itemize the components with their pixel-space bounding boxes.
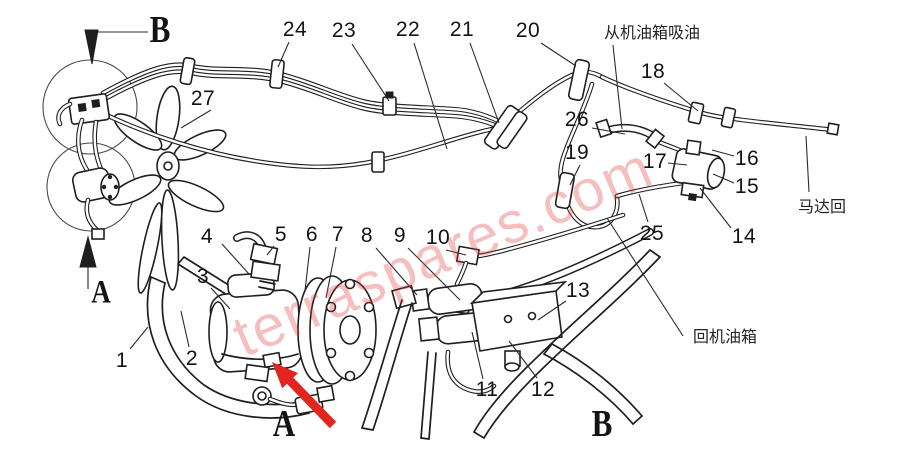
part-label-22: 22 xyxy=(395,18,421,41)
part-label-24: 24 xyxy=(282,18,308,41)
junction-block xyxy=(56,93,111,177)
caption-detail-a: A xyxy=(272,403,296,445)
part-label-16: 16 xyxy=(734,147,760,170)
annotation-motor-return: 马达回 xyxy=(797,199,847,216)
part-label-19: 19 xyxy=(564,141,590,164)
part-label-7: 7 xyxy=(331,223,345,246)
suction-hose xyxy=(595,118,690,157)
part-label-4: 4 xyxy=(200,225,214,248)
part-label-17: 17 xyxy=(642,150,668,173)
caption-detail-b: B xyxy=(591,403,613,445)
red-arrow xyxy=(272,362,337,429)
part-label-27: 27 xyxy=(190,87,216,110)
fan-blades xyxy=(108,85,227,294)
view-letter-a-left: A xyxy=(91,274,111,311)
leader-lines xyxy=(129,41,810,380)
view-letter-b-top: B xyxy=(149,9,171,51)
part-label-8: 8 xyxy=(360,224,374,247)
annotation-return-to-tank: 回机油箱 xyxy=(692,329,758,346)
part-label-15: 15 xyxy=(734,175,760,198)
part-label-25: 25 xyxy=(639,222,665,245)
part-label-11: 11 xyxy=(475,378,499,401)
pump-small xyxy=(71,167,120,240)
part-label-26: 26 xyxy=(564,108,590,131)
part-label-6: 6 xyxy=(305,223,319,246)
part-label-13: 13 xyxy=(565,279,591,302)
part-label-2: 2 xyxy=(185,347,199,370)
part-label-21: 21 xyxy=(449,18,475,41)
annotation-suction-from-tank: 从机油箱吸油 xyxy=(603,25,701,42)
part-label-20: 20 xyxy=(515,19,541,42)
part-label-14: 14 xyxy=(731,225,757,248)
part-label-1: 1 xyxy=(115,349,129,372)
part-label-3: 3 xyxy=(196,265,210,288)
part-label-18: 18 xyxy=(640,60,666,83)
oil-filter xyxy=(671,139,726,202)
pump-assembly-detail-a xyxy=(146,231,377,419)
part-label-5: 5 xyxy=(274,223,288,246)
part-label-10: 10 xyxy=(425,226,451,249)
part-label-12: 12 xyxy=(530,378,556,401)
hose-clamps xyxy=(179,57,737,210)
part-label-9: 9 xyxy=(393,224,407,247)
view-marker-b xyxy=(84,29,148,65)
hose-run-top xyxy=(97,62,840,230)
part-label-23: 23 xyxy=(331,19,357,42)
manifold-detail-b xyxy=(361,212,661,440)
view-marker-a xyxy=(79,235,97,289)
detail-circle-b xyxy=(42,59,138,155)
